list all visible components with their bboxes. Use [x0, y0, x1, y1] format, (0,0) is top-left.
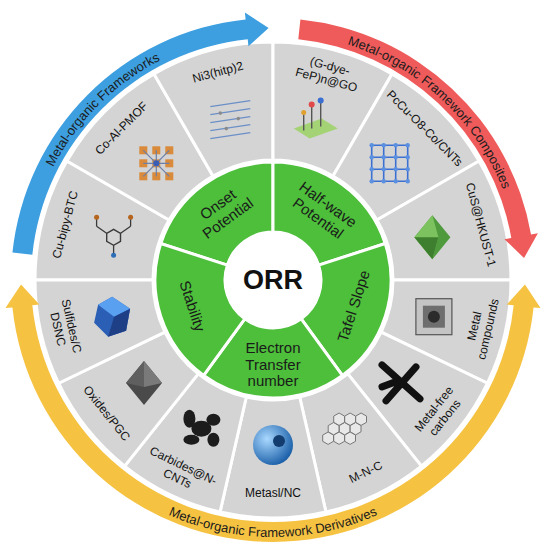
band-shape: Metal-organic Framework Composites [254, 4, 546, 260]
illustration-part [394, 143, 398, 147]
metric-sector: Electron Transfer number [230, 340, 316, 390]
sector-picture [294, 98, 338, 139]
sector-picture [94, 215, 133, 258]
illustration-part [416, 299, 452, 335]
illustration-part [371, 145, 373, 181]
illustration-part [207, 433, 219, 447]
ring-sector [154, 42, 273, 176]
illustration-part [356, 413, 367, 425]
illustration-part [382, 365, 420, 401]
illustration-part [108, 309, 130, 337]
illustration-part [128, 215, 133, 220]
illustration-part [253, 425, 293, 465]
illustration-part [126, 361, 162, 405]
illustration-part [219, 111, 241, 130]
illustration-part [183, 410, 195, 428]
sector-picture [382, 365, 420, 401]
illustration-part [304, 101, 321, 131]
illustration-part [382, 179, 386, 183]
illustration-part [309, 102, 315, 108]
band-label: Metal-organic Framework Composites [346, 33, 514, 191]
band-label: Metal-organic Framework Derivatives [167, 504, 379, 540]
sector-picture [323, 413, 367, 444]
illustration-part [372, 169, 408, 171]
illustration-part [126, 361, 144, 387]
category-band: Metal-organic Frameworks [0, 4, 292, 260]
illustration-part [382, 155, 386, 159]
illustration-part [345, 413, 356, 425]
illustration-part [183, 435, 199, 445]
sector-picture [416, 299, 452, 335]
category-band: Metal-organic Framework Composites [254, 4, 546, 260]
illustration-part [414, 215, 438, 259]
sector-picture [139, 146, 173, 180]
illustration-part [383, 145, 385, 181]
illustration-part [370, 155, 374, 159]
ring-sector [377, 161, 511, 280]
illustration-part [406, 143, 410, 147]
illustration-part [94, 215, 99, 220]
illustration-part [395, 145, 397, 181]
band-label-path: Metal-organic Framework Composites [346, 33, 514, 191]
illustration-part [345, 432, 356, 444]
illustration-part [318, 98, 324, 104]
material-sector: Metasl/NC [229, 487, 317, 501]
illustration-part [382, 143, 386, 147]
illustration-part [394, 155, 398, 159]
center-label: ORR [243, 265, 303, 296]
illustration-part [210, 101, 250, 139]
sector-picture [370, 143, 410, 183]
sector-picture [414, 215, 450, 259]
text-guide [17, 307, 528, 537]
illustration-part [97, 217, 131, 255]
illustration-part [372, 145, 408, 181]
illustration-part [237, 117, 241, 121]
illustration-part [111, 253, 116, 258]
illustration-part [382, 167, 386, 171]
illustration-part [219, 111, 223, 115]
illustration-part [94, 297, 130, 337]
sector-picture [253, 425, 293, 465]
illustration-part [294, 119, 338, 139]
sector-picture [126, 361, 162, 405]
metric-sector-label: Electron Transfer number [230, 340, 316, 390]
band-arrow [12, 12, 268, 254]
illustration-part [428, 311, 440, 323]
sector-picture [210, 101, 250, 139]
illustration-part [370, 179, 374, 183]
band-shape: Metal-organic Frameworks [0, 4, 292, 260]
illustration-part [372, 181, 408, 183]
illustration-part [143, 150, 169, 176]
illustration-part [144, 361, 162, 387]
illustration-part [406, 179, 410, 183]
illustration-part [394, 167, 398, 171]
illustration-part [407, 145, 409, 181]
illustration-part [183, 410, 220, 447]
illustration-part [334, 432, 345, 444]
illustration-part [372, 157, 408, 159]
illustration-part [414, 237, 438, 259]
illustration-part [394, 179, 398, 183]
illustration-part [370, 143, 374, 147]
illustration-part [334, 413, 345, 425]
illustration-part [273, 435, 285, 447]
center-circle: ORR [227, 234, 319, 326]
illustration-part [423, 306, 445, 328]
illustration-part [406, 167, 410, 171]
illustration-part [153, 160, 159, 166]
illustration-part [225, 127, 229, 131]
illustration-part [414, 215, 450, 259]
illustration-part [323, 432, 334, 444]
band-label-path: Metal-organic Framework Derivatives [167, 504, 379, 540]
illustration-part [370, 167, 374, 171]
illustration-part [206, 414, 220, 426]
illustration-part [210, 101, 250, 139]
illustration-part [301, 110, 306, 115]
material-sector-label: Metasl/NC [229, 487, 317, 501]
illustration-part [406, 155, 410, 159]
illustration-part [372, 145, 408, 147]
illustration-part [107, 229, 121, 245]
sector-picture [183, 410, 220, 447]
sector-picture [94, 297, 130, 337]
